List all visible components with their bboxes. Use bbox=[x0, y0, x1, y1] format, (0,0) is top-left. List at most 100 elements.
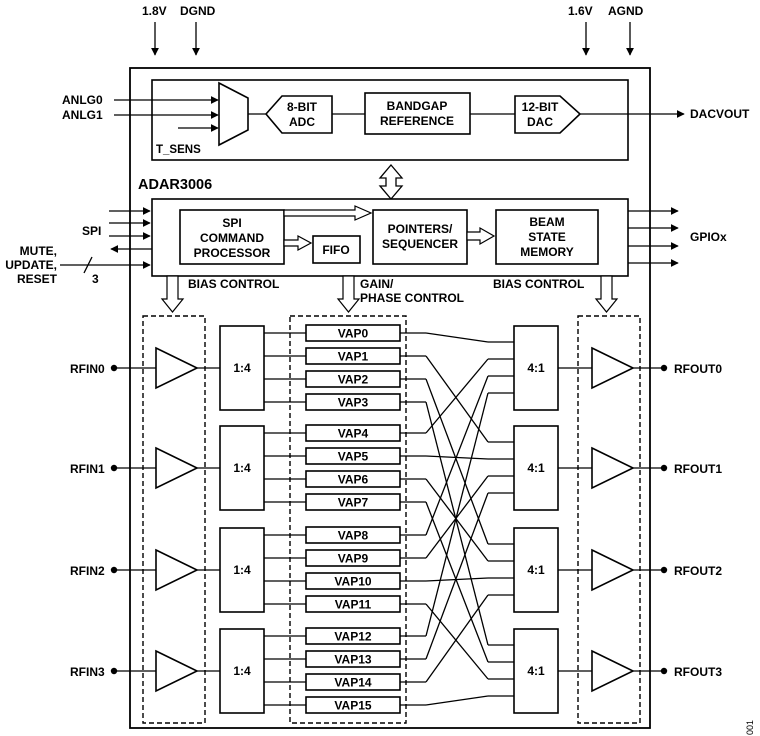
vap-block bbox=[305, 324, 401, 342]
vap-block bbox=[305, 673, 401, 691]
internal-bus-arrow bbox=[378, 163, 404, 201]
vap-label: VAP11 bbox=[335, 598, 372, 612]
analog-monitor-block: ANLG0 ANLG1 T_SENS 8-BIT ADC BANDGAP REF… bbox=[62, 79, 750, 161]
output-amplifier-icon bbox=[591, 548, 635, 592]
output-amplifier-icon bbox=[591, 346, 635, 390]
rfout-pin-icon bbox=[660, 667, 668, 675]
vap-route bbox=[425, 492, 489, 660]
vap-label: VAP12 bbox=[334, 630, 371, 644]
vap-block bbox=[305, 393, 401, 411]
vap-block bbox=[305, 493, 401, 511]
splitter-block bbox=[219, 425, 265, 511]
input-amplifier-icon bbox=[155, 446, 199, 490]
fifo-block bbox=[312, 235, 361, 264]
bias-control-right-label: BIAS CONTROL bbox=[493, 277, 584, 291]
combiner-block bbox=[513, 325, 559, 411]
rfin-label: RFIN3 bbox=[70, 665, 105, 679]
svg-text:BEAM: BEAM bbox=[529, 215, 564, 229]
vap-label: VAP13 bbox=[334, 653, 371, 667]
vap-label: VAP1 bbox=[338, 350, 369, 364]
vap-route bbox=[425, 332, 489, 343]
anlg0-label: ANLG0 bbox=[62, 93, 103, 107]
supply-label-agnd: AGND bbox=[608, 4, 644, 18]
rfout-pin-icon bbox=[660, 566, 668, 574]
vap-route bbox=[425, 355, 489, 443]
rfout-pin-icon bbox=[660, 364, 668, 372]
svg-text:POINTERS/: POINTERS/ bbox=[388, 222, 453, 236]
svg-text:DAC: DAC bbox=[527, 115, 553, 129]
bias-control-left-label: BIAS CONTROL bbox=[188, 277, 279, 291]
vap-block bbox=[305, 424, 401, 442]
svg-text:COMMAND: COMMAND bbox=[200, 231, 264, 245]
chip-outline bbox=[129, 67, 651, 729]
anlg1-label: ANLG1 bbox=[62, 108, 103, 122]
splitter-label: 1:4 bbox=[233, 563, 251, 577]
vap-group bbox=[289, 315, 407, 724]
svg-text:REFERENCE: REFERENCE bbox=[380, 114, 454, 128]
control-label-reset: RESET bbox=[17, 272, 58, 286]
output-amplifier-icon bbox=[591, 649, 635, 693]
svg-text:8-BIT: 8-BIT bbox=[287, 100, 318, 114]
vap-label: VAP14 bbox=[334, 676, 371, 690]
supply-pins: 1.8V DGND 1.6V AGND bbox=[142, 4, 644, 56]
input-amplifier-icon bbox=[155, 346, 199, 390]
vap-label: VAP7 bbox=[338, 496, 369, 510]
vap-label: VAP3 bbox=[338, 396, 369, 410]
vap-block bbox=[305, 526, 401, 544]
bandgap-block bbox=[364, 92, 471, 135]
combiner-label: 4:1 bbox=[527, 461, 545, 475]
vap-route bbox=[425, 375, 489, 536]
splitter-block bbox=[219, 325, 265, 411]
control-label-update: UPDATE, bbox=[5, 258, 57, 272]
gain-phase-label-2: PHASE CONTROL bbox=[360, 291, 464, 305]
splitter-block bbox=[219, 628, 265, 714]
control-label-mute: MUTE, bbox=[20, 244, 57, 258]
splitter-label: 1:4 bbox=[233, 361, 251, 375]
chip-name-label: ADAR3006 bbox=[138, 177, 212, 193]
dacvout-label: DACVOUT bbox=[690, 107, 750, 121]
vap-block bbox=[305, 696, 401, 714]
output-amplifier-icon bbox=[591, 446, 635, 490]
svg-text:MEMORY: MEMORY bbox=[520, 245, 574, 259]
spi-processor-block bbox=[179, 209, 285, 265]
beam-state-memory-block bbox=[495, 209, 599, 265]
combiner-label: 4:1 bbox=[527, 664, 545, 678]
svg-text:SEQUENCER: SEQUENCER bbox=[382, 237, 458, 251]
vap-label: VAP6 bbox=[338, 473, 369, 487]
vap-block bbox=[305, 572, 401, 590]
vap-block bbox=[305, 595, 401, 613]
dac-block bbox=[514, 95, 582, 134]
vap-route bbox=[425, 695, 489, 706]
rfout-label: RFOUT0 bbox=[674, 362, 722, 376]
combiner-block bbox=[513, 628, 559, 714]
gpio-label: GPIOx bbox=[690, 230, 727, 244]
input-amp-group bbox=[142, 315, 206, 724]
gain-phase-label-1: GAIN/ bbox=[360, 277, 394, 291]
vap-label: VAP10 bbox=[334, 575, 371, 589]
vap-label: VAP15 bbox=[334, 699, 371, 713]
vap-route bbox=[425, 501, 489, 663]
input-amplifier-icon bbox=[155, 548, 199, 592]
rfin-label: RFIN0 bbox=[70, 362, 105, 376]
bus-width-label: 3 bbox=[92, 272, 99, 286]
vap-route bbox=[425, 603, 489, 680]
vap-label: VAP4 bbox=[338, 427, 369, 441]
analog-mux-icon bbox=[218, 81, 249, 147]
rfout-pin-icon bbox=[660, 464, 668, 472]
t-sens-label: T_SENS bbox=[156, 144, 201, 156]
svg-text:PROCESSOR: PROCESSOR bbox=[194, 246, 271, 260]
vap-block bbox=[305, 470, 401, 488]
splitter-block bbox=[219, 527, 265, 613]
svg-text:12-BIT: 12-BIT bbox=[522, 100, 559, 114]
svg-text:BANDGAP: BANDGAP bbox=[387, 99, 448, 113]
supply-label-1v8: 1.8V bbox=[142, 4, 167, 18]
vap-route bbox=[425, 455, 489, 460]
digital-control-block: SPI MUTE, UPDATE, RESET 3 SPI COMMAND PR… bbox=[5, 198, 727, 286]
supply-label-dgnd: DGND bbox=[180, 4, 216, 18]
vap-block bbox=[305, 370, 401, 388]
pointers-sequencer-block bbox=[372, 209, 468, 265]
vap-label: VAP0 bbox=[338, 327, 369, 341]
vap-block bbox=[305, 627, 401, 645]
